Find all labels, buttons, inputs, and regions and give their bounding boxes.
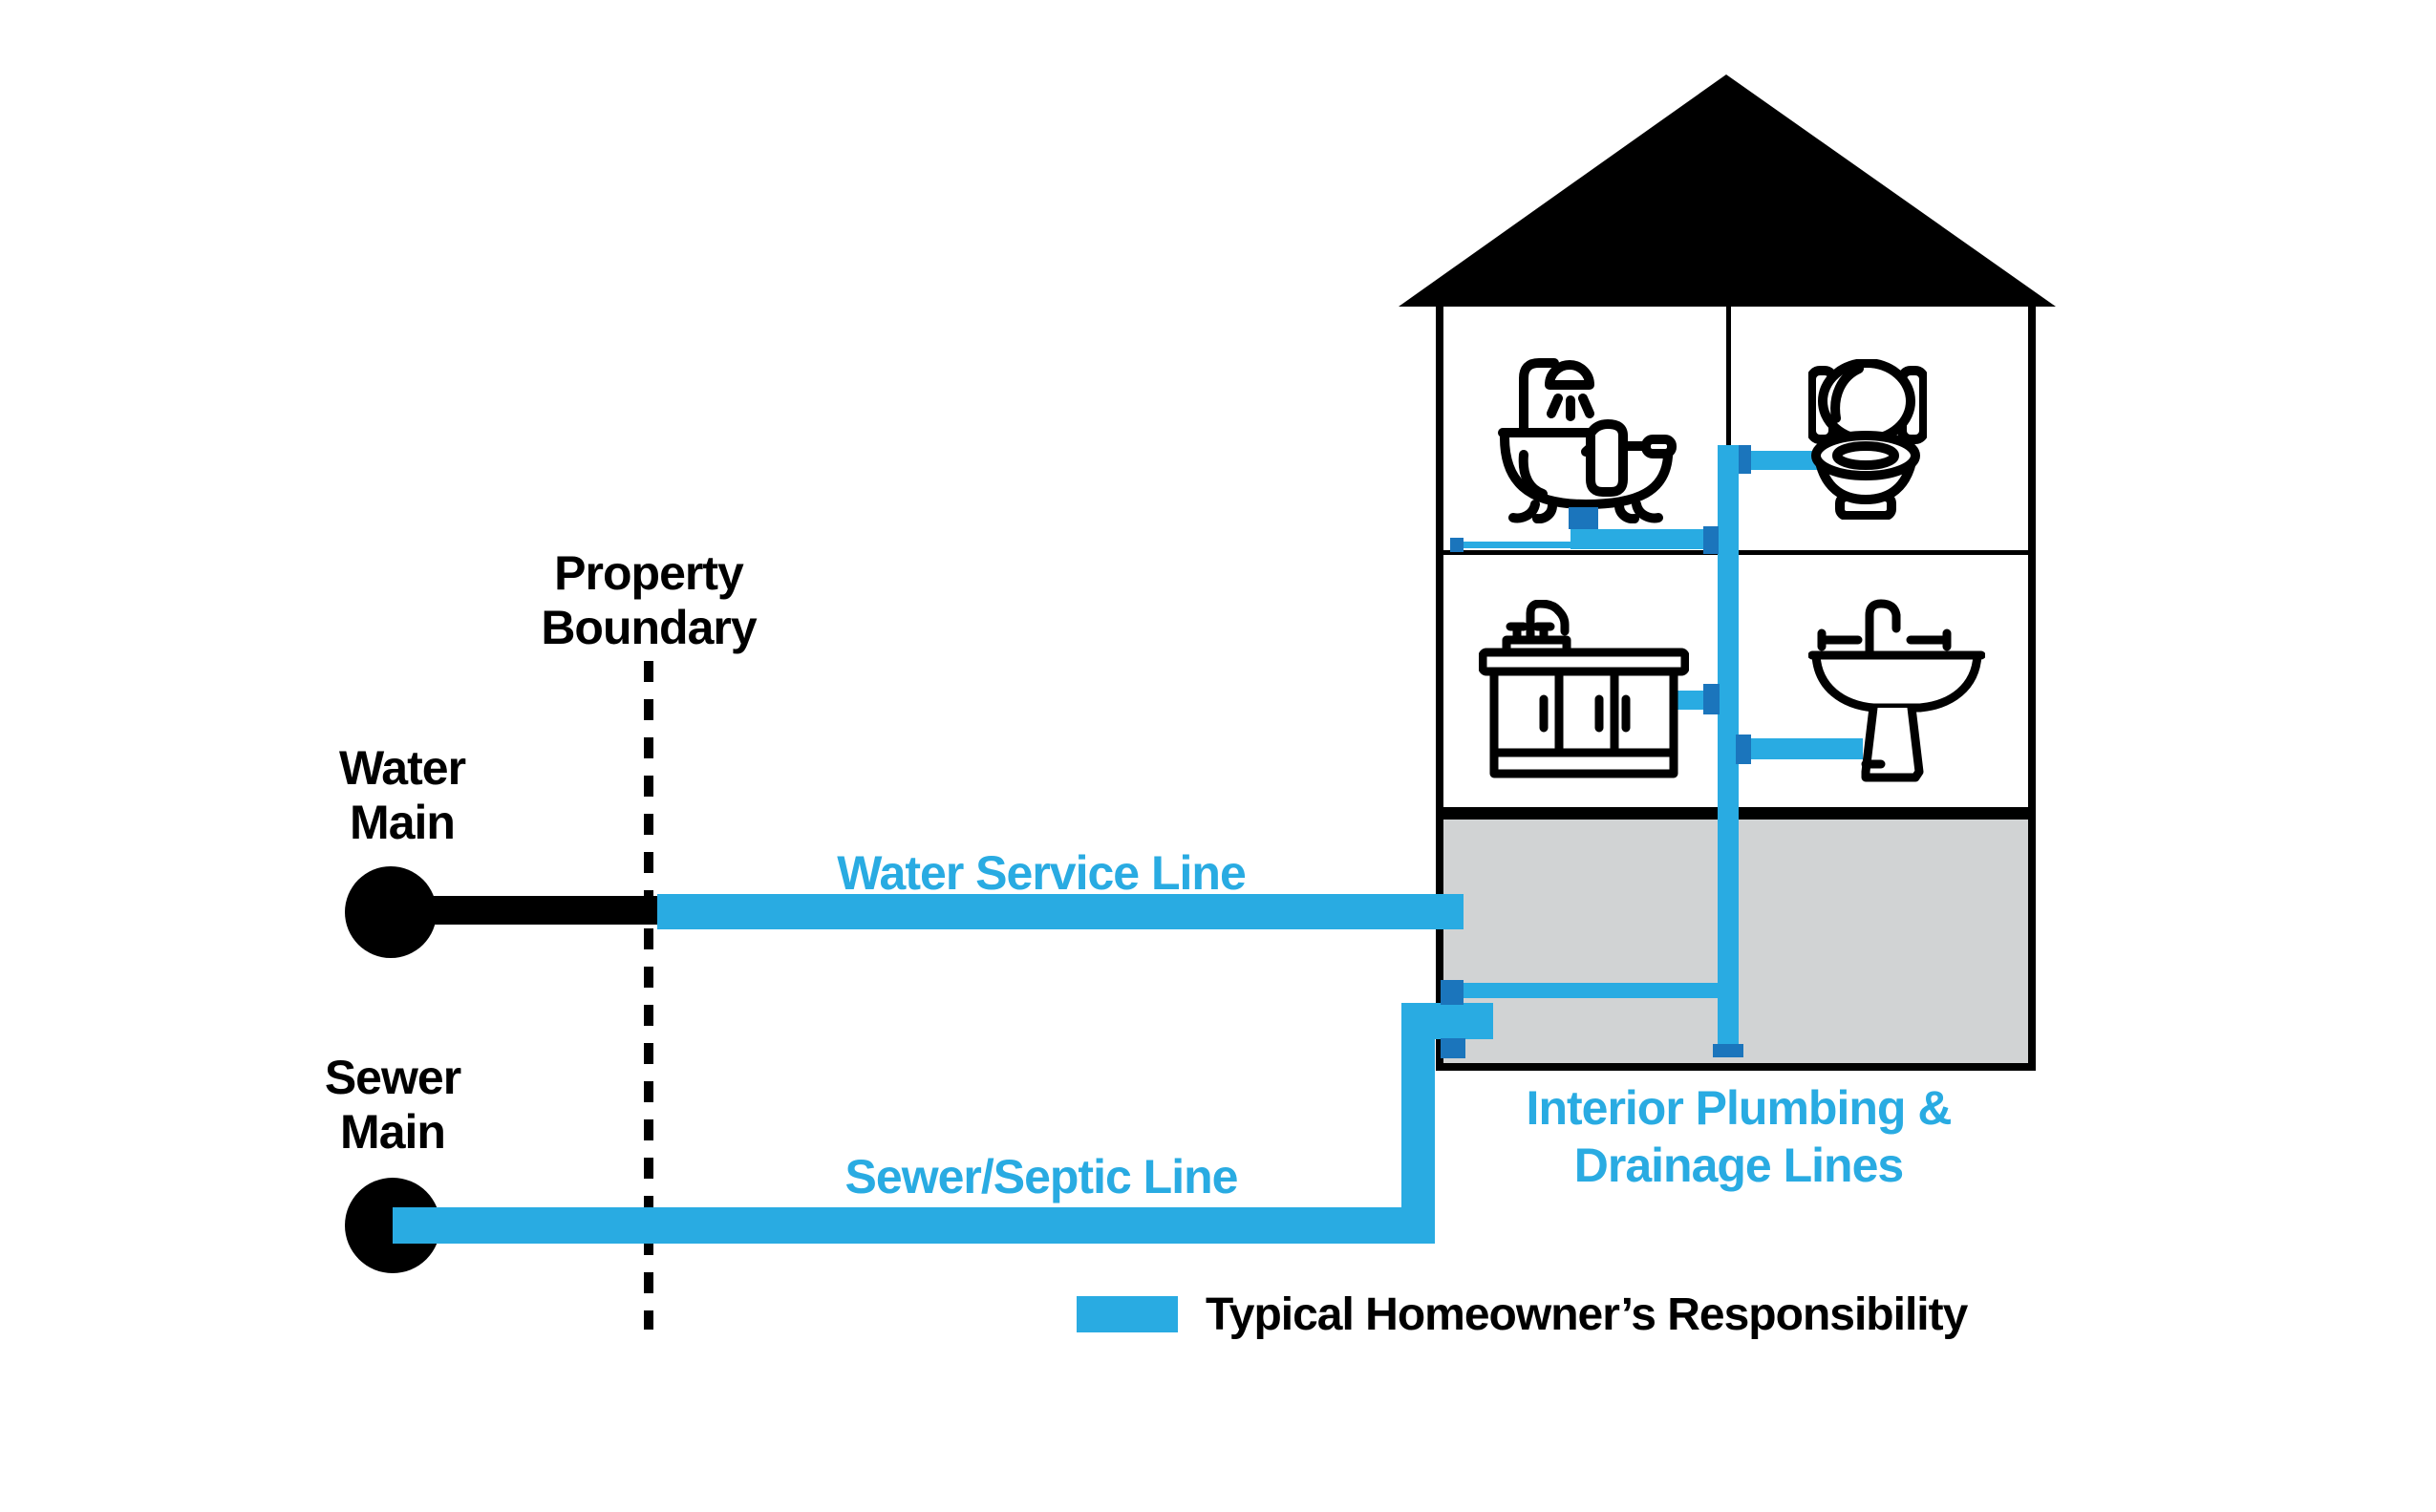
interior-plumbing-label-line1: Interior Plumbing & bbox=[1526, 1081, 1953, 1135]
basement-supply-pipe bbox=[1452, 983, 1739, 998]
pipe-fitting-tub-main bbox=[1703, 526, 1719, 554]
water-main-dot bbox=[345, 866, 437, 958]
pipe-fitting-toilet bbox=[1739, 445, 1751, 474]
water-main-label-line1: Water bbox=[338, 741, 466, 795]
pipe-fitting-sewer-wall bbox=[1441, 1038, 1465, 1058]
legend-swatch bbox=[1077, 1296, 1178, 1332]
kitchen-sink-icon bbox=[1479, 600, 1689, 778]
pedestal-sink-icon bbox=[1808, 599, 1985, 782]
pipe-fitting-stack-bottom bbox=[1713, 1044, 1743, 1057]
bathtub-supply-thin-pipe bbox=[1454, 542, 1576, 548]
legend-label: Typical Homeowner’s Responsibility bbox=[1206, 1289, 1968, 1340]
pedestal-branch-pipe bbox=[1739, 738, 1863, 759]
sewer-main-label-line1: Sewer bbox=[324, 1051, 461, 1104]
sewer-basement-stub-pipe bbox=[1401, 1003, 1493, 1039]
water-service-line-label: Water Service Line bbox=[837, 846, 1247, 900]
pipe-fitting-basement-wall bbox=[1441, 980, 1464, 1005]
water-service-line-pipe bbox=[657, 894, 1464, 929]
house-right-wall bbox=[2028, 307, 2036, 1071]
property-boundary-label-line1: Property bbox=[554, 546, 744, 600]
pipe-fitting-tub-drain bbox=[1569, 507, 1598, 529]
sewer-riser-pipe bbox=[1401, 1003, 1435, 1244]
house-roof bbox=[1399, 75, 2056, 307]
pipe-fitting-wall-small bbox=[1450, 538, 1464, 552]
sewer-main-label: Sewer Main bbox=[324, 1051, 461, 1160]
property-boundary-label: Property Boundary bbox=[541, 546, 757, 655]
main-drain-stack-pipe bbox=[1718, 445, 1739, 1057]
property-boundary-dashed-line bbox=[644, 661, 653, 1330]
water-main-label: Water Main bbox=[338, 741, 466, 850]
sewer-septic-line-label: Sewer/Septic Line bbox=[844, 1150, 1239, 1203]
toilet-icon bbox=[1808, 359, 1927, 520]
interior-plumbing-label: Interior Plumbing & Drainage Lines bbox=[1526, 1079, 1953, 1194]
water-main-label-line2: Main bbox=[350, 796, 456, 849]
pipe-fitting-pedestal bbox=[1736, 735, 1751, 764]
interior-plumbing-label-line2: Drainage Lines bbox=[1573, 1139, 1904, 1192]
bathtub-shower-icon bbox=[1498, 358, 1677, 523]
sewer-septic-line-pipe bbox=[393, 1207, 1435, 1244]
bathtub-drain-pipe bbox=[1571, 529, 1718, 549]
pipe-fitting-kitchen bbox=[1703, 684, 1720, 714]
house-left-wall bbox=[1436, 307, 1443, 1071]
sewer-main-label-line2: Main bbox=[340, 1105, 446, 1159]
property-boundary-label-line2: Boundary bbox=[541, 601, 757, 654]
house-bottom-wall bbox=[1436, 1063, 2036, 1071]
toilet-branch-pipe bbox=[1739, 451, 1820, 470]
